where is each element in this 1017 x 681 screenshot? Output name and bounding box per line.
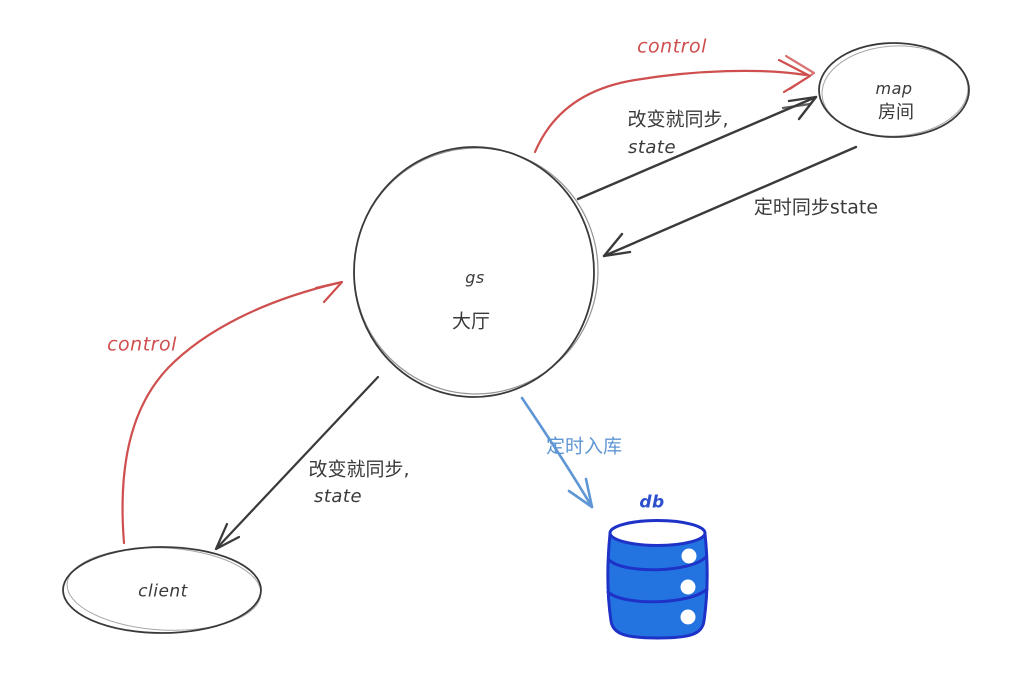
gs-node-circle: [353, 146, 599, 398]
db-indicator-dot: [681, 548, 697, 564]
edge-label-sync-gs-to-map-line2: state: [627, 137, 677, 158]
map-node-sublabel: 房间: [878, 102, 914, 123]
arrow-control-gs-to-map: [533, 54, 816, 154]
gs-node-sublabel: 大厅: [451, 310, 491, 333]
arrow-sync-gs-to-client: [214, 375, 380, 551]
db-cylinder: [606, 519, 709, 640]
edge-label-sync-gs-to-client-line2: state: [313, 486, 363, 507]
edge-label-control-client-to-gs: control: [107, 333, 177, 356]
arrow-sync-gs-to-map: [576, 95, 818, 201]
edge-label-timed-sync-map-to-gs: 定时同步state: [753, 196, 879, 219]
edge-label-timed-store-gs-to-db: 定时入库: [545, 435, 623, 458]
arrow-timed-store-gs-to-db: [520, 396, 594, 509]
arrow-control-client-to-gs: [121, 280, 344, 545]
edge-label-control-gs-to-map: control: [637, 35, 707, 58]
map-node-ellipse: [818, 42, 970, 138]
map-node-label: map: [875, 79, 913, 98]
gs-node-label: gs: [465, 268, 485, 287]
client-node-ellipse: [62, 546, 262, 634]
edge-label-sync-gs-to-map-line1: 改变就同步,: [627, 108, 729, 131]
db-indicator-dot: [680, 579, 696, 595]
edge-label-sync-gs-to-client-line1: 改变就同步,: [308, 458, 410, 481]
arrow-timed-sync-map-to-gs: [602, 145, 858, 258]
db-node-label: db: [639, 492, 665, 513]
client-node-label: client: [138, 581, 188, 602]
db-indicator-dot: [680, 609, 696, 625]
